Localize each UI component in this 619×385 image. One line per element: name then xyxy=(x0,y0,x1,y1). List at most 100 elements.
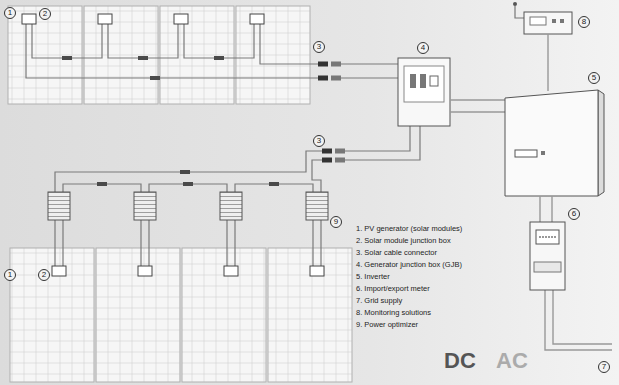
junction-boxes-top xyxy=(22,14,264,24)
inline-connector xyxy=(138,56,148,60)
cable-connectors-bottom xyxy=(322,149,345,163)
side-label: DC xyxy=(444,350,476,372)
dc-cable xyxy=(341,63,398,64)
cable-connector xyxy=(331,76,341,81)
side-label: AC xyxy=(496,350,528,372)
solar-module xyxy=(84,6,158,104)
junction-box xyxy=(224,266,238,276)
cable-connector xyxy=(331,62,341,67)
meter-display xyxy=(536,230,559,244)
dc-cable xyxy=(26,24,318,78)
inverter xyxy=(505,90,604,196)
junction-box xyxy=(22,14,36,24)
callout-number: 2 xyxy=(39,8,51,20)
gjb-door xyxy=(404,66,444,102)
legend-list-item: 7. Grid supply xyxy=(356,296,402,306)
dc-cable xyxy=(32,24,102,58)
junction-box xyxy=(98,14,112,24)
junction-box xyxy=(52,266,66,276)
solar-modules-top xyxy=(8,6,310,104)
inline-connector xyxy=(62,56,72,60)
switch xyxy=(430,76,438,86)
monitoring-unit xyxy=(513,2,572,91)
dc-cable xyxy=(55,151,322,192)
cable-connectors-top xyxy=(318,62,341,81)
legend-list-item: 8. Monitoring solutions xyxy=(356,308,431,318)
dc-cable xyxy=(345,126,410,151)
antenna xyxy=(513,2,517,6)
meter-terminals xyxy=(534,262,561,272)
legend-list-item: 5. Inverter xyxy=(356,272,390,282)
meter-housing xyxy=(530,222,565,290)
callout-number: 7 xyxy=(598,361,610,373)
monitoring-led xyxy=(552,19,556,23)
dc-cable xyxy=(141,220,149,266)
dc-cable xyxy=(55,220,63,266)
cable-connector xyxy=(335,158,345,163)
power-optimizers xyxy=(48,192,328,220)
callout-number: 3 xyxy=(313,135,325,147)
callout-number: 1 xyxy=(4,269,16,281)
cable-connector xyxy=(318,62,328,67)
legend-list-item: 1. PV generator (solar modules) xyxy=(356,224,462,234)
inverter-display xyxy=(515,150,537,157)
inverter-side xyxy=(598,90,604,196)
import-export-meter xyxy=(530,222,565,290)
cable-connector xyxy=(322,149,332,154)
inline-connector xyxy=(150,76,160,80)
solar-module xyxy=(182,248,266,382)
solar-module xyxy=(96,248,180,382)
legend-list-item: 3. Solar cable connector xyxy=(356,248,437,258)
junction-box xyxy=(310,266,324,276)
inverter-button xyxy=(541,151,545,155)
gjb-housing xyxy=(398,58,450,126)
inline-connector xyxy=(183,182,193,186)
dc-cable xyxy=(341,77,398,78)
legend-list-item: 4. Generator junction box (GJB) xyxy=(356,260,462,270)
callout-number: 6 xyxy=(568,208,580,220)
junction-boxes-bottom xyxy=(52,266,324,276)
solar-module xyxy=(236,6,310,104)
power-optimizer xyxy=(306,192,328,220)
dc-cable xyxy=(184,24,254,58)
callout-number: 3 xyxy=(313,41,325,53)
junction-box xyxy=(138,266,152,276)
breaker xyxy=(410,74,416,88)
callout-number: 8 xyxy=(578,16,590,28)
dc-cable xyxy=(260,24,318,64)
callout-number: 4 xyxy=(417,42,429,54)
dc-wiring-top xyxy=(26,24,398,78)
power-optimizer xyxy=(48,192,70,220)
inline-connector xyxy=(269,182,279,186)
callout-number: 2 xyxy=(38,269,50,281)
legend-list-item: 6. Import/export meter xyxy=(356,284,430,294)
callout-number: 5 xyxy=(588,72,600,84)
inverter-housing xyxy=(505,90,598,196)
dc-cable xyxy=(345,126,420,160)
breaker xyxy=(420,74,426,88)
ac-cable xyxy=(545,290,612,350)
monitoring-housing xyxy=(524,12,572,34)
antenna-cable xyxy=(515,6,524,18)
power-optimizer xyxy=(134,192,156,220)
solar-module xyxy=(160,6,234,104)
inline-connector xyxy=(97,182,107,186)
generator-junction-box xyxy=(398,58,450,126)
inline-connector xyxy=(214,56,224,60)
legend-list-item: 2. Solar module junction box xyxy=(356,236,451,246)
data-cable xyxy=(547,34,548,91)
callout-number: 9 xyxy=(330,216,342,228)
dc-cable xyxy=(227,220,235,266)
dc-main-cables xyxy=(450,100,505,112)
ac-cable xyxy=(551,196,552,222)
legend-list-item: 9. Power optimizer xyxy=(356,320,418,330)
solar-module xyxy=(268,248,352,382)
monitoring-screen xyxy=(530,17,546,25)
callout-number: 1 xyxy=(4,7,16,19)
dc-cable xyxy=(108,24,178,58)
power-optimizer xyxy=(220,192,242,220)
inline-connectors-bottom xyxy=(97,170,279,186)
